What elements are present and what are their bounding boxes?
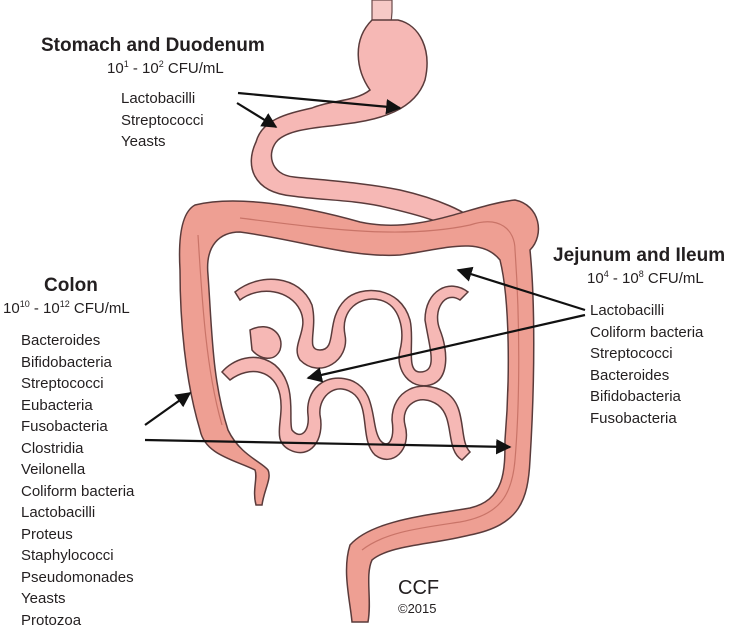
arrow-duodenum (236, 102, 278, 128)
stomach-range: 101 - 102 CFU/mL (107, 59, 224, 78)
list-item: Proteus (21, 525, 73, 543)
list-item: Bacteroides (21, 332, 101, 349)
arrow-jejunum (456, 266, 586, 312)
list-item: Streptococci (21, 375, 104, 392)
list-item: Clostridia (21, 439, 84, 457)
arrows (144, 91, 586, 455)
arrow-ileum (306, 313, 586, 383)
list-item: Streptococci (590, 345, 673, 362)
colon-organism-list: Bacteroides Bifidobacteria Streptococci … (21, 330, 134, 631)
list-item: Bifidobacteria (21, 353, 112, 371)
colon-title: Colon (44, 275, 98, 296)
list-item: Fusobacteria (21, 418, 108, 435)
list-item: Lactobacilli (590, 302, 665, 319)
list-item: Fusobacteria (590, 409, 677, 427)
jejunum-title: Jejunum and Ileum (553, 245, 726, 266)
colon (178, 199, 540, 623)
list-item: Pseudomonades (21, 568, 134, 586)
list-item: Bacteroides (590, 366, 670, 384)
list-item: Yeasts (121, 133, 166, 150)
list-item: Bifidobacteria (590, 388, 681, 405)
list-item: Coliform bacteria (590, 323, 704, 341)
stomach-organism-list: Lactobacilli Streptococci Yeasts (121, 88, 204, 153)
small-intestine (220, 278, 472, 461)
list-item: Lactobacilli (21, 504, 96, 521)
list-item: Lactobacilli (121, 90, 196, 107)
stomach-title: Stomach and Duodenum (41, 35, 265, 56)
list-item: Protozoa (21, 611, 82, 629)
arrow-colon-descending (144, 438, 512, 455)
arrow-stomach (237, 91, 402, 115)
jejunum-organism-list: Lactobacilli Coliform bacteria Streptoco… (590, 300, 703, 429)
jejunum-range: 104 - 108 CFU/mL (587, 269, 704, 288)
colon-range: 1010 - 1012 CFU/mL (3, 299, 130, 318)
list-item: Streptococci (121, 111, 204, 129)
credit-name: CCF (398, 577, 440, 599)
list-item: Staphylococci (21, 547, 114, 564)
list-item: Veilonella (21, 461, 86, 478)
list-item: Yeasts (21, 590, 66, 607)
list-item: Eubacteria (21, 396, 93, 414)
credit-year: ©2015 (398, 601, 437, 616)
arrow-colon-ascending (144, 392, 192, 426)
list-item: Coliform bacteria (21, 482, 135, 500)
